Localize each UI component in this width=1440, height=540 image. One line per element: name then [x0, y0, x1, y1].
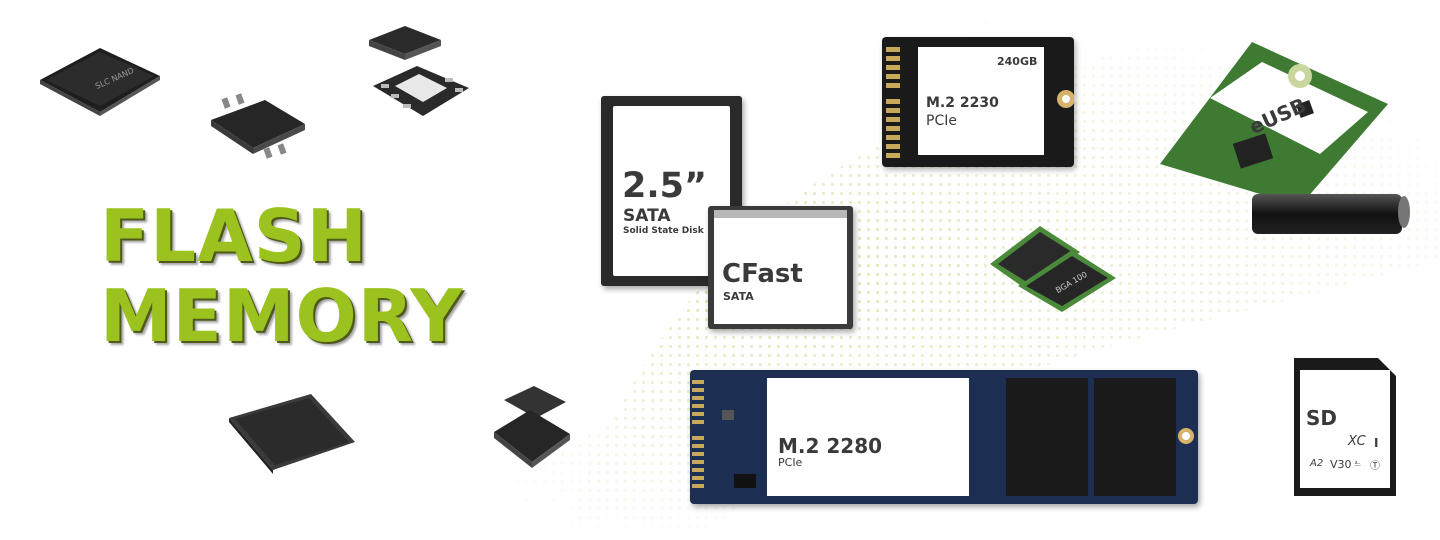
sd-uhs3-icon: ⎁	[1354, 458, 1362, 468]
eusb-module-graphic	[1160, 42, 1388, 206]
m2-2230-name: M.2 2230	[926, 95, 999, 111]
m2-2280-label-panel	[767, 378, 969, 496]
sd-name: SD	[1306, 406, 1338, 430]
slc-nand-chip-graphic	[40, 48, 160, 116]
m2-2280-board	[692, 378, 1194, 496]
cfast-top-edge	[714, 210, 847, 218]
slc-nand-chip: SLC NAND	[38, 36, 162, 116]
tsop-chip-graphic	[229, 394, 355, 474]
bga-chips: BGA 100	[988, 222, 1118, 314]
m2-2230-interface: PCIe	[926, 113, 957, 129]
tsop-chip	[225, 392, 360, 474]
ssd-description: Solid State Disk	[623, 226, 704, 236]
usb-stick	[1252, 186, 1412, 238]
dfn-chip-small-graphic	[494, 386, 570, 468]
cfast-interface: SATA	[723, 290, 754, 303]
m2-2280-name: M.2 2280	[778, 434, 883, 458]
eusb-module: eUSB	[1158, 38, 1390, 206]
m2-2230-capacity: 240GB	[997, 55, 1038, 68]
m2-2230-contacts	[886, 47, 1074, 158]
sd-xc-logo: XC	[1348, 434, 1366, 449]
dfn-chip-small	[490, 382, 575, 472]
sd-app-class: A2	[1310, 458, 1324, 469]
sd-card-graphic	[1294, 358, 1396, 496]
dfn-chip-pair	[365, 22, 475, 122]
headline-line-1: FLASH	[100, 194, 368, 278]
m2-2230-label-panel	[918, 47, 1044, 155]
m2-2230-module: 240GB M.2 2230 PCIe	[882, 37, 1074, 167]
soic-chip	[205, 90, 315, 165]
dfn-chip-pair-graphic	[369, 26, 469, 116]
headline: FLASH MEMORY	[100, 196, 463, 356]
ssd-size: 2.5”	[622, 166, 708, 206]
sd-card: SD XC I A2 V30 ⎁ Ⓣ	[1290, 354, 1398, 500]
usb-stick-graphic	[1252, 194, 1410, 234]
cfast-card: CFast SATA	[708, 206, 853, 329]
soic-chip-graphic	[211, 93, 305, 159]
headline-line-2: MEMORY	[100, 274, 464, 358]
m2-2280-interface: PCIe	[778, 456, 803, 469]
sd-class10-icon: Ⓣ	[1370, 461, 1380, 472]
sd-speed-class: V30	[1330, 458, 1352, 471]
cfast-name: CFast	[722, 259, 803, 289]
sd-uhs-class: I	[1374, 436, 1379, 450]
m2-2280-module: M.2 2280 PCIe	[690, 370, 1198, 504]
ssd-interface: SATA	[623, 206, 671, 226]
cfast-label-panel	[714, 218, 847, 324]
bga-chips-graphic	[990, 226, 1116, 312]
